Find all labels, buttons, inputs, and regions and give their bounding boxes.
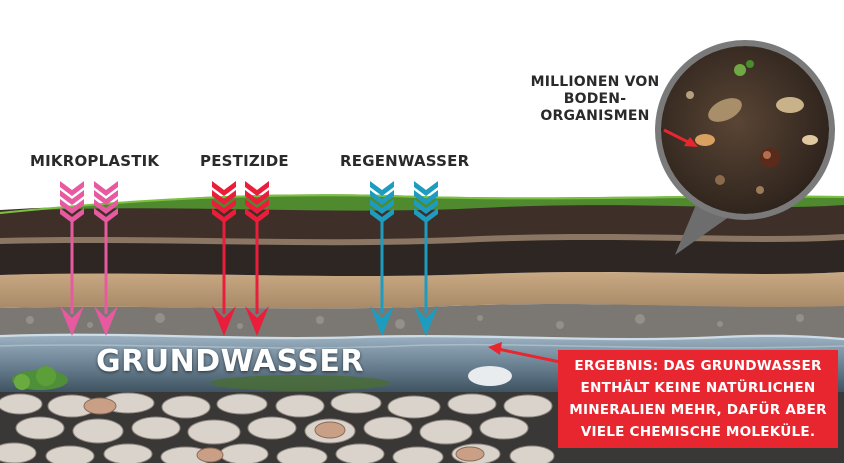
regenwasser-arrow bbox=[370, 181, 394, 336]
mikroplastik-arrow bbox=[94, 181, 118, 336]
pestizide-arrow bbox=[212, 181, 236, 336]
grundwasser-label: GRUNDWASSER bbox=[96, 344, 365, 379]
bodenorganismen-label: MILLIONEN VON BODEN- ORGANISMEN bbox=[530, 74, 660, 124]
grass-layer bbox=[0, 194, 844, 214]
dark-soil-layer bbox=[0, 234, 844, 276]
result-pointer-arrow bbox=[488, 342, 561, 364]
regenwasser-label: REGENWASSER bbox=[340, 152, 470, 170]
organisms-pointer-arrow bbox=[663, 128, 698, 147]
mikroplastik-arrow bbox=[60, 181, 84, 336]
mikroplastik-label: MIKROPLASTIK bbox=[30, 152, 160, 170]
pestizide-arrow bbox=[245, 181, 269, 336]
regenwasser-arrow bbox=[414, 181, 438, 336]
topsoil-layer bbox=[0, 202, 844, 240]
result-callout: ERGEBNIS: DAS GRUNDWASSER ENTHÄLT KEINE … bbox=[558, 350, 838, 448]
pebbles bbox=[0, 392, 555, 463]
pestizide-label: PESTIZIDE bbox=[200, 152, 289, 170]
mikroplastik-arrows bbox=[60, 181, 118, 336]
pestizide-arrows bbox=[212, 181, 269, 336]
sand-layer bbox=[0, 272, 844, 309]
regenwasser-arrows bbox=[370, 181, 438, 336]
